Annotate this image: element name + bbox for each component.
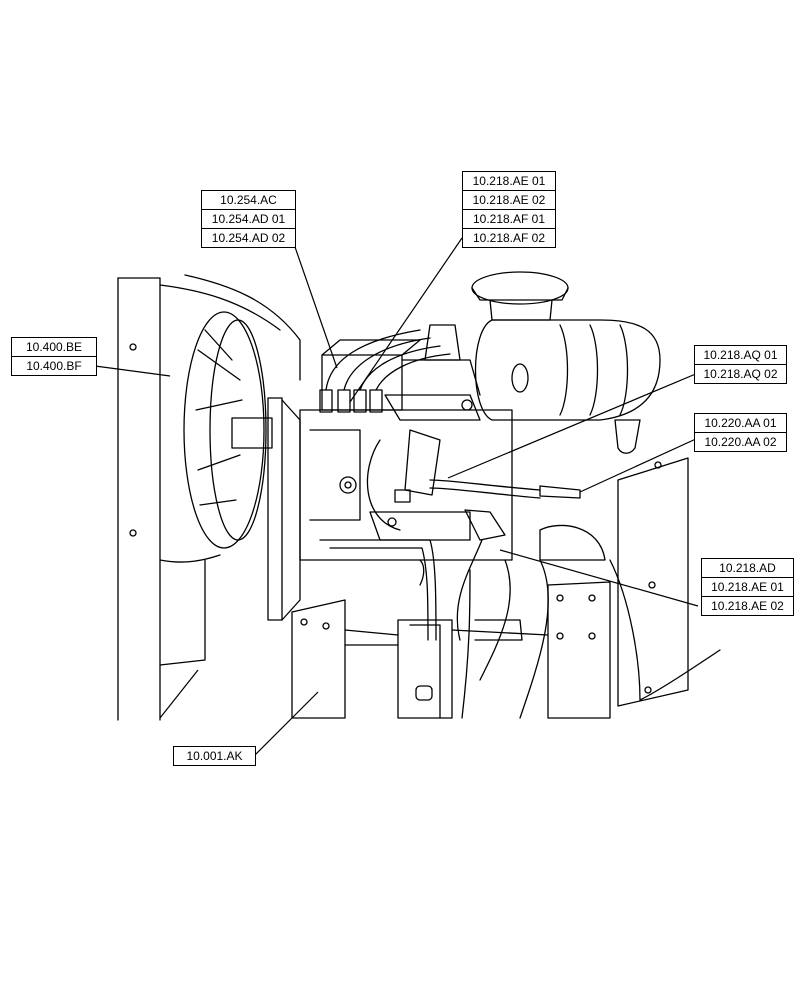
- callout-label: 10.218.AQ 01: [695, 346, 786, 365]
- callout-label: 10.400.BE: [12, 338, 96, 357]
- leader-line: [294, 246, 338, 369]
- callout-label: 10.218.AE 02: [463, 191, 555, 210]
- leader-line: [159, 669, 199, 719]
- callout-10-218-ae-af: 10.218.AE 01 10.218.AE 02 10.218.AF 01 1…: [462, 171, 556, 248]
- callout-label: 10.218.AD: [702, 559, 793, 578]
- callout-label: 10.220.AA 02: [704, 435, 777, 449]
- leader-line: [349, 237, 463, 403]
- hoses-and-wires: [319, 439, 721, 719]
- callout-label: 10.218.AQ 02: [703, 367, 778, 381]
- leader-line: [579, 437, 699, 493]
- callout-10-400: 10.400.BE 10.400.BF: [11, 337, 97, 376]
- chassis-brackets: [291, 457, 689, 719]
- leader-line: [94, 365, 171, 377]
- callout-10-218-ad-ae: 10.218.AD 10.218.AE 01 10.218.AE 02: [701, 558, 794, 616]
- callout-label: 10.001.AK: [186, 749, 243, 763]
- callout-label: 10.218.AE 02: [711, 599, 784, 613]
- leader-line: [499, 549, 699, 607]
- radiator-frame: [117, 274, 301, 721]
- air-filter: [471, 271, 661, 454]
- callout-label: 10.254.AC: [202, 191, 295, 210]
- callout-10-254: 10.254.AC 10.254.AD 01 10.254.AD 02: [201, 190, 296, 248]
- callout-label: 10.400.BF: [26, 359, 82, 373]
- callout-label: 10.218.AF 01: [463, 210, 555, 229]
- callout-label: 10.218.AE 01: [463, 172, 555, 191]
- callout-label: 10.220.AA 01: [695, 414, 786, 433]
- callout-label: 10.218.AE 01: [702, 578, 793, 597]
- callout-10-001: 10.001.AK: [173, 746, 256, 766]
- leader-line: [447, 372, 699, 479]
- callout-label: 10.254.AD 02: [211, 231, 286, 245]
- callout-10-218-aq: 10.218.AQ 01 10.218.AQ 02: [694, 345, 787, 384]
- leader-line: [253, 691, 319, 757]
- cooling-fan: [183, 311, 301, 621]
- callout-label: 10.254.AD 01: [202, 210, 295, 229]
- callout-10-220-aa: 10.220.AA 01 10.220.AA 02: [694, 413, 787, 452]
- callout-label: 10.218.AF 02: [472, 231, 546, 245]
